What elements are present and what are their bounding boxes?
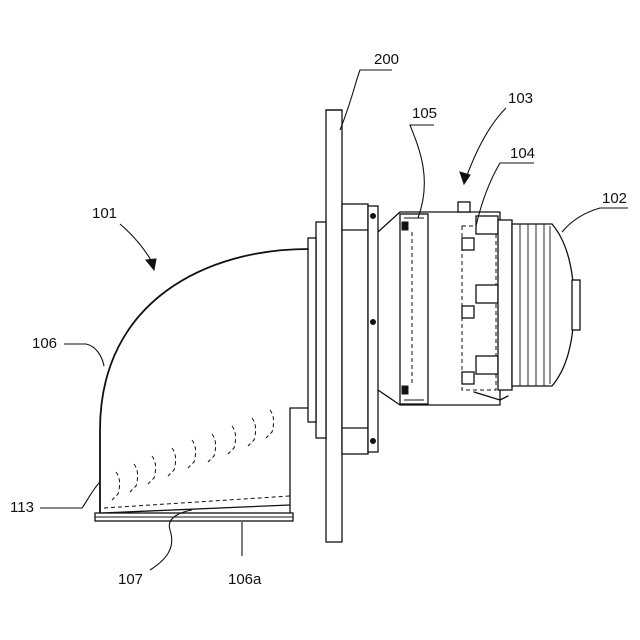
label-106: 106 — [32, 335, 57, 352]
label-107: 107 — [118, 571, 143, 588]
wall-panel — [326, 110, 342, 542]
label-101: 101 — [92, 205, 117, 222]
label-103: 103 — [508, 90, 533, 107]
fan-housing — [378, 202, 508, 405]
guide-vanes — [112, 410, 274, 500]
label-104: 104 — [510, 145, 535, 162]
label-200: 200 — [374, 51, 399, 68]
duct-elbow — [95, 249, 308, 521]
inlet-flange — [308, 222, 326, 438]
motor — [498, 220, 580, 390]
label-102: 102 — [602, 190, 627, 207]
label-113: 113 — [10, 499, 34, 516]
label-106a: 106a — [228, 571, 262, 588]
label-105: 105 — [412, 105, 437, 122]
mounting-block — [342, 204, 378, 454]
